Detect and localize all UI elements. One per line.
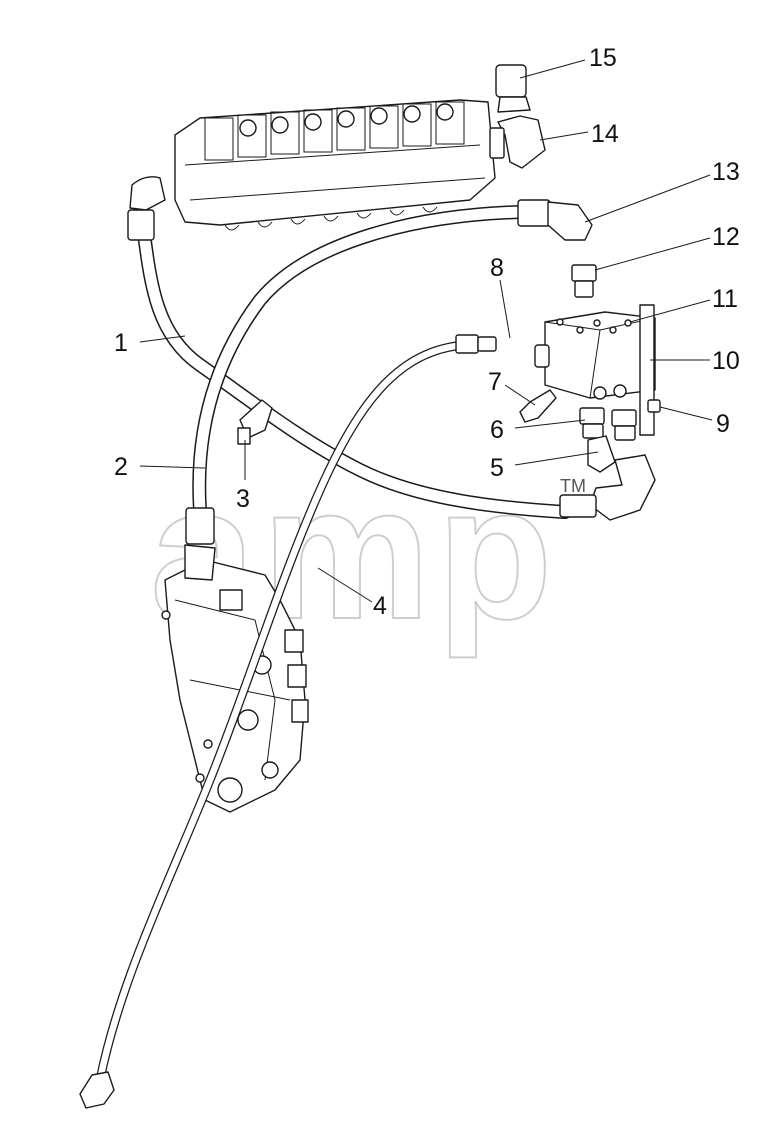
callout-6: 6: [490, 416, 504, 444]
fitting-15: [495, 64, 531, 113]
hose-2: [184, 199, 593, 581]
callout-1: 1: [114, 329, 128, 357]
leader-lines: [139, 59, 713, 603]
hose-1: [127, 176, 572, 519]
callout-labels: 1 2 3 4 5 6 7 8 9 10 11 12 13 14 15: [114, 44, 740, 620]
callout-15: 15: [589, 44, 617, 72]
hose-4: [79, 334, 497, 1109]
callout-14: 14: [591, 120, 619, 148]
valve-7: [519, 389, 557, 423]
callout-12: 12: [712, 223, 740, 251]
fitting-14: [489, 115, 546, 169]
clamp-3: [237, 399, 273, 445]
watermark-trademark: TM: [560, 476, 586, 496]
bolt-9: [647, 399, 661, 413]
callout-5: 5: [490, 454, 504, 482]
main-control-valve: [174, 99, 496, 231]
elbow-5: [587, 435, 616, 473]
elbow-large: [559, 454, 656, 521]
callout-9: 9: [716, 410, 730, 438]
callout-2: 2: [114, 453, 128, 481]
callout-13: 13: [712, 158, 740, 186]
callout-4: 4: [373, 592, 387, 620]
callout-8: 8: [490, 254, 504, 282]
callout-7: 7: [488, 368, 502, 396]
callout-10: 10: [712, 347, 740, 375]
callout-3: 3: [236, 485, 250, 513]
fitting-6: [579, 407, 637, 441]
fitting-12: [571, 264, 597, 298]
callout-11: 11: [712, 285, 738, 313]
